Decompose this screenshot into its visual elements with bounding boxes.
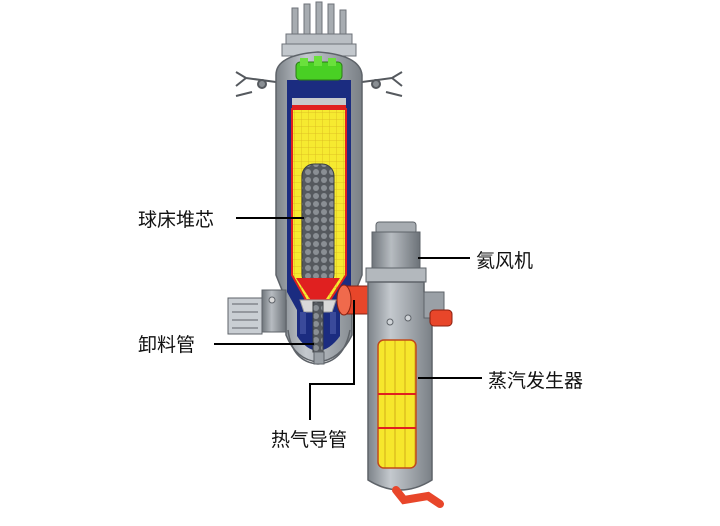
leader-hotduct — [309, 300, 355, 420]
steam-generator — [365, 221, 453, 508]
label-hot-gas-duct: 热气导管 — [271, 429, 348, 451]
label-fuel-discharge-pipe: 卸料管 — [138, 334, 196, 356]
label-pebble-bed-core: 球床堆芯 — [138, 209, 215, 231]
feedwater-nozzle — [429, 309, 453, 327]
control-rod-drives — [281, 1, 357, 57]
pebble-bed — [301, 163, 335, 287]
leader-lines — [214, 217, 482, 420]
label-helium-blower: 氦风机 — [476, 250, 534, 272]
reactor-vessel — [227, 1, 403, 365]
tube-bundle — [377, 339, 417, 469]
vessel-supports — [235, 71, 403, 97]
helium-blower — [365, 221, 427, 283]
discharge-pipe — [312, 301, 324, 353]
fuel-handling-equipment — [227, 289, 287, 335]
label-steam-generator: 蒸汽发生器 — [488, 370, 584, 392]
top-plenum — [295, 56, 343, 81]
